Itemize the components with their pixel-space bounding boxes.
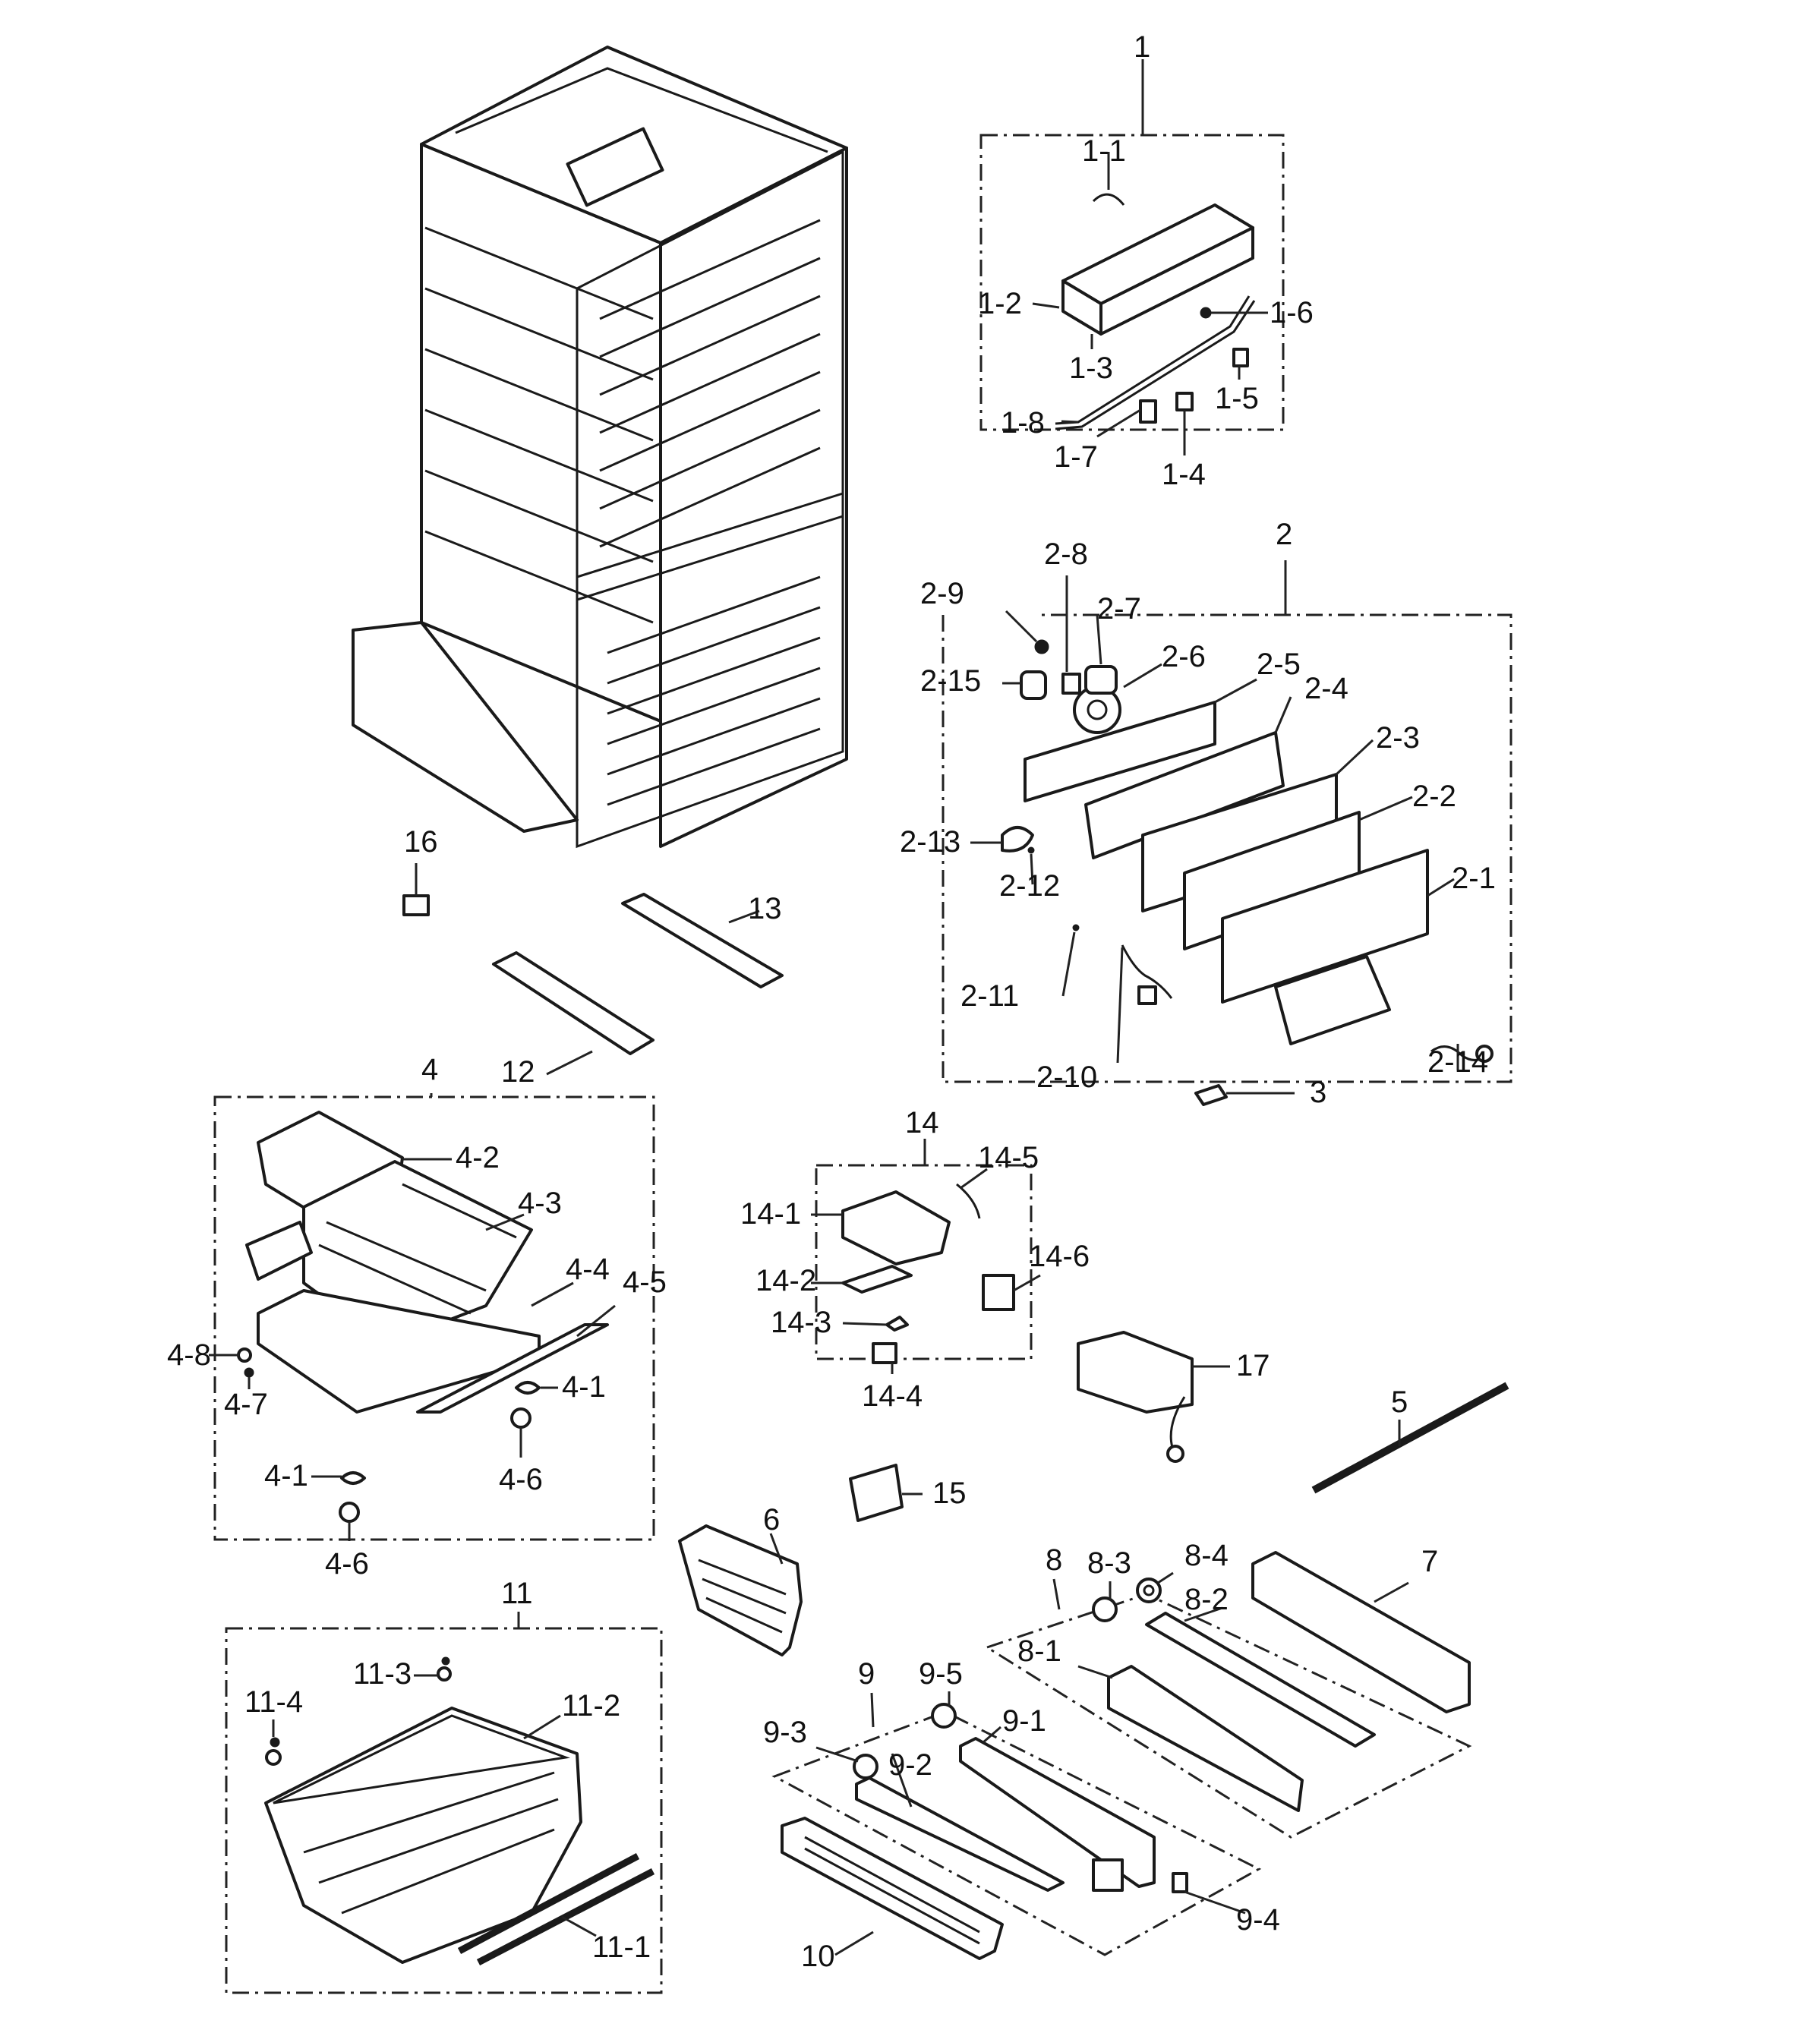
label-2-4: 2-4 — [1304, 672, 1348, 705]
label-8-2: 8-2 — [1184, 1583, 1229, 1616]
label-4-4: 4-4 — [566, 1253, 610, 1286]
label-9-2: 9-2 — [888, 1748, 932, 1782]
part-15-group — [849, 1464, 923, 1522]
label-9-3: 9-3 — [763, 1716, 807, 1749]
label-14-3: 14-3 — [771, 1306, 831, 1339]
label-4-6b: 4-6 — [325, 1547, 369, 1581]
label-16: 16 — [404, 825, 438, 859]
label-14-6: 14-6 — [1029, 1240, 1090, 1273]
label-2-12: 2-12 — [999, 869, 1060, 903]
label-9-5: 9-5 — [919, 1657, 963, 1691]
assembly-1-group — [979, 59, 1285, 455]
label-1-8: 1-8 — [1001, 406, 1045, 440]
label-9: 9 — [858, 1657, 875, 1691]
label-2-14: 2-14 — [1427, 1045, 1488, 1079]
label-2-5: 2-5 — [1257, 648, 1301, 681]
label-3: 3 — [1310, 1076, 1326, 1109]
label-1-4: 1-4 — [1162, 458, 1206, 491]
label-4-7: 4-7 — [224, 1388, 268, 1421]
label-2-7: 2-7 — [1097, 592, 1141, 626]
assembly-9-group — [771, 1691, 1262, 1956]
label-17: 17 — [1236, 1349, 1270, 1382]
label-6: 6 — [763, 1503, 780, 1537]
label-11-1: 11-1 — [592, 1931, 651, 1964]
label-1-1: 1-1 — [1082, 134, 1126, 168]
label-4-5: 4-5 — [623, 1266, 667, 1299]
label-4-3: 4-3 — [518, 1187, 562, 1220]
label-2-3: 2-3 — [1376, 721, 1420, 755]
label-2-13: 2-13 — [900, 825, 960, 859]
label-13: 13 — [748, 892, 782, 925]
label-2-6: 2-6 — [1162, 640, 1206, 673]
part-5-group — [1311, 1382, 1509, 1494]
label-2-15: 2-15 — [920, 664, 981, 698]
part-3-group — [1194, 1084, 1295, 1106]
label-12: 12 — [501, 1055, 535, 1089]
label-15: 15 — [932, 1477, 967, 1510]
label-1-7: 1-7 — [1054, 440, 1098, 474]
label-4-6a: 4-6 — [499, 1463, 543, 1496]
part-number-labels: 1 1-1 1-2 1-3 1-4 1-5 1-6 1-7 1-8 2 2-1 … — [167, 30, 1496, 1973]
label-2: 2 — [1276, 518, 1292, 551]
label-4-1b: 4-1 — [264, 1459, 308, 1492]
label-2-1: 2-1 — [1452, 862, 1496, 895]
label-8-3: 8-3 — [1087, 1546, 1131, 1580]
label-7: 7 — [1421, 1545, 1438, 1578]
label-2-10: 2-10 — [1036, 1061, 1097, 1094]
label-4: 4 — [421, 1053, 438, 1086]
assembly-2-group — [942, 560, 1512, 1083]
label-1-5: 1-5 — [1215, 382, 1259, 415]
refrigerator-cabinet-drawing — [352, 46, 848, 849]
label-10: 10 — [801, 1940, 835, 1973]
label-8-1: 8-1 — [1017, 1634, 1061, 1668]
label-11-2: 11-2 — [562, 1689, 620, 1723]
label-1: 1 — [1134, 30, 1150, 64]
rails-12-13-group — [492, 893, 784, 1076]
label-8-4: 8-4 — [1184, 1539, 1229, 1572]
label-1-6: 1-6 — [1270, 296, 1314, 329]
label-11-3: 11-3 — [353, 1657, 412, 1691]
assembly-4-group — [209, 1093, 655, 1541]
label-9-1: 9-1 — [1002, 1704, 1046, 1738]
label-11: 11 — [501, 1577, 533, 1610]
part-16-group — [402, 863, 430, 916]
label-2-8: 2-8 — [1044, 537, 1088, 571]
part-10-group — [781, 1817, 1004, 1960]
label-11-4: 11-4 — [244, 1685, 303, 1719]
label-4-2: 4-2 — [456, 1141, 500, 1174]
label-14-2: 14-2 — [755, 1264, 816, 1297]
label-14-5: 14-5 — [978, 1141, 1039, 1174]
label-2-11: 2-11 — [960, 979, 1019, 1013]
assembly-11-group — [225, 1612, 663, 1994]
label-1-2: 1-2 — [978, 287, 1022, 320]
label-14-4: 14-4 — [862, 1379, 923, 1413]
label-1-3: 1-3 — [1069, 351, 1113, 385]
label-2-2: 2-2 — [1412, 780, 1456, 813]
label-4-1a: 4-1 — [562, 1370, 606, 1404]
part-6-group — [678, 1524, 803, 1656]
label-14-1: 14-1 — [740, 1197, 801, 1231]
label-14: 14 — [905, 1106, 939, 1139]
part-17-group — [1077, 1331, 1230, 1463]
label-4-8: 4-8 — [167, 1338, 211, 1372]
assembly-8-group — [984, 1571, 1472, 1839]
label-9-4: 9-4 — [1236, 1903, 1280, 1937]
part-7-group — [1251, 1551, 1471, 1713]
label-8: 8 — [1046, 1543, 1062, 1577]
label-2-9: 2-9 — [920, 577, 964, 610]
assembly-14-group — [811, 1139, 1041, 1374]
label-5: 5 — [1391, 1385, 1408, 1419]
